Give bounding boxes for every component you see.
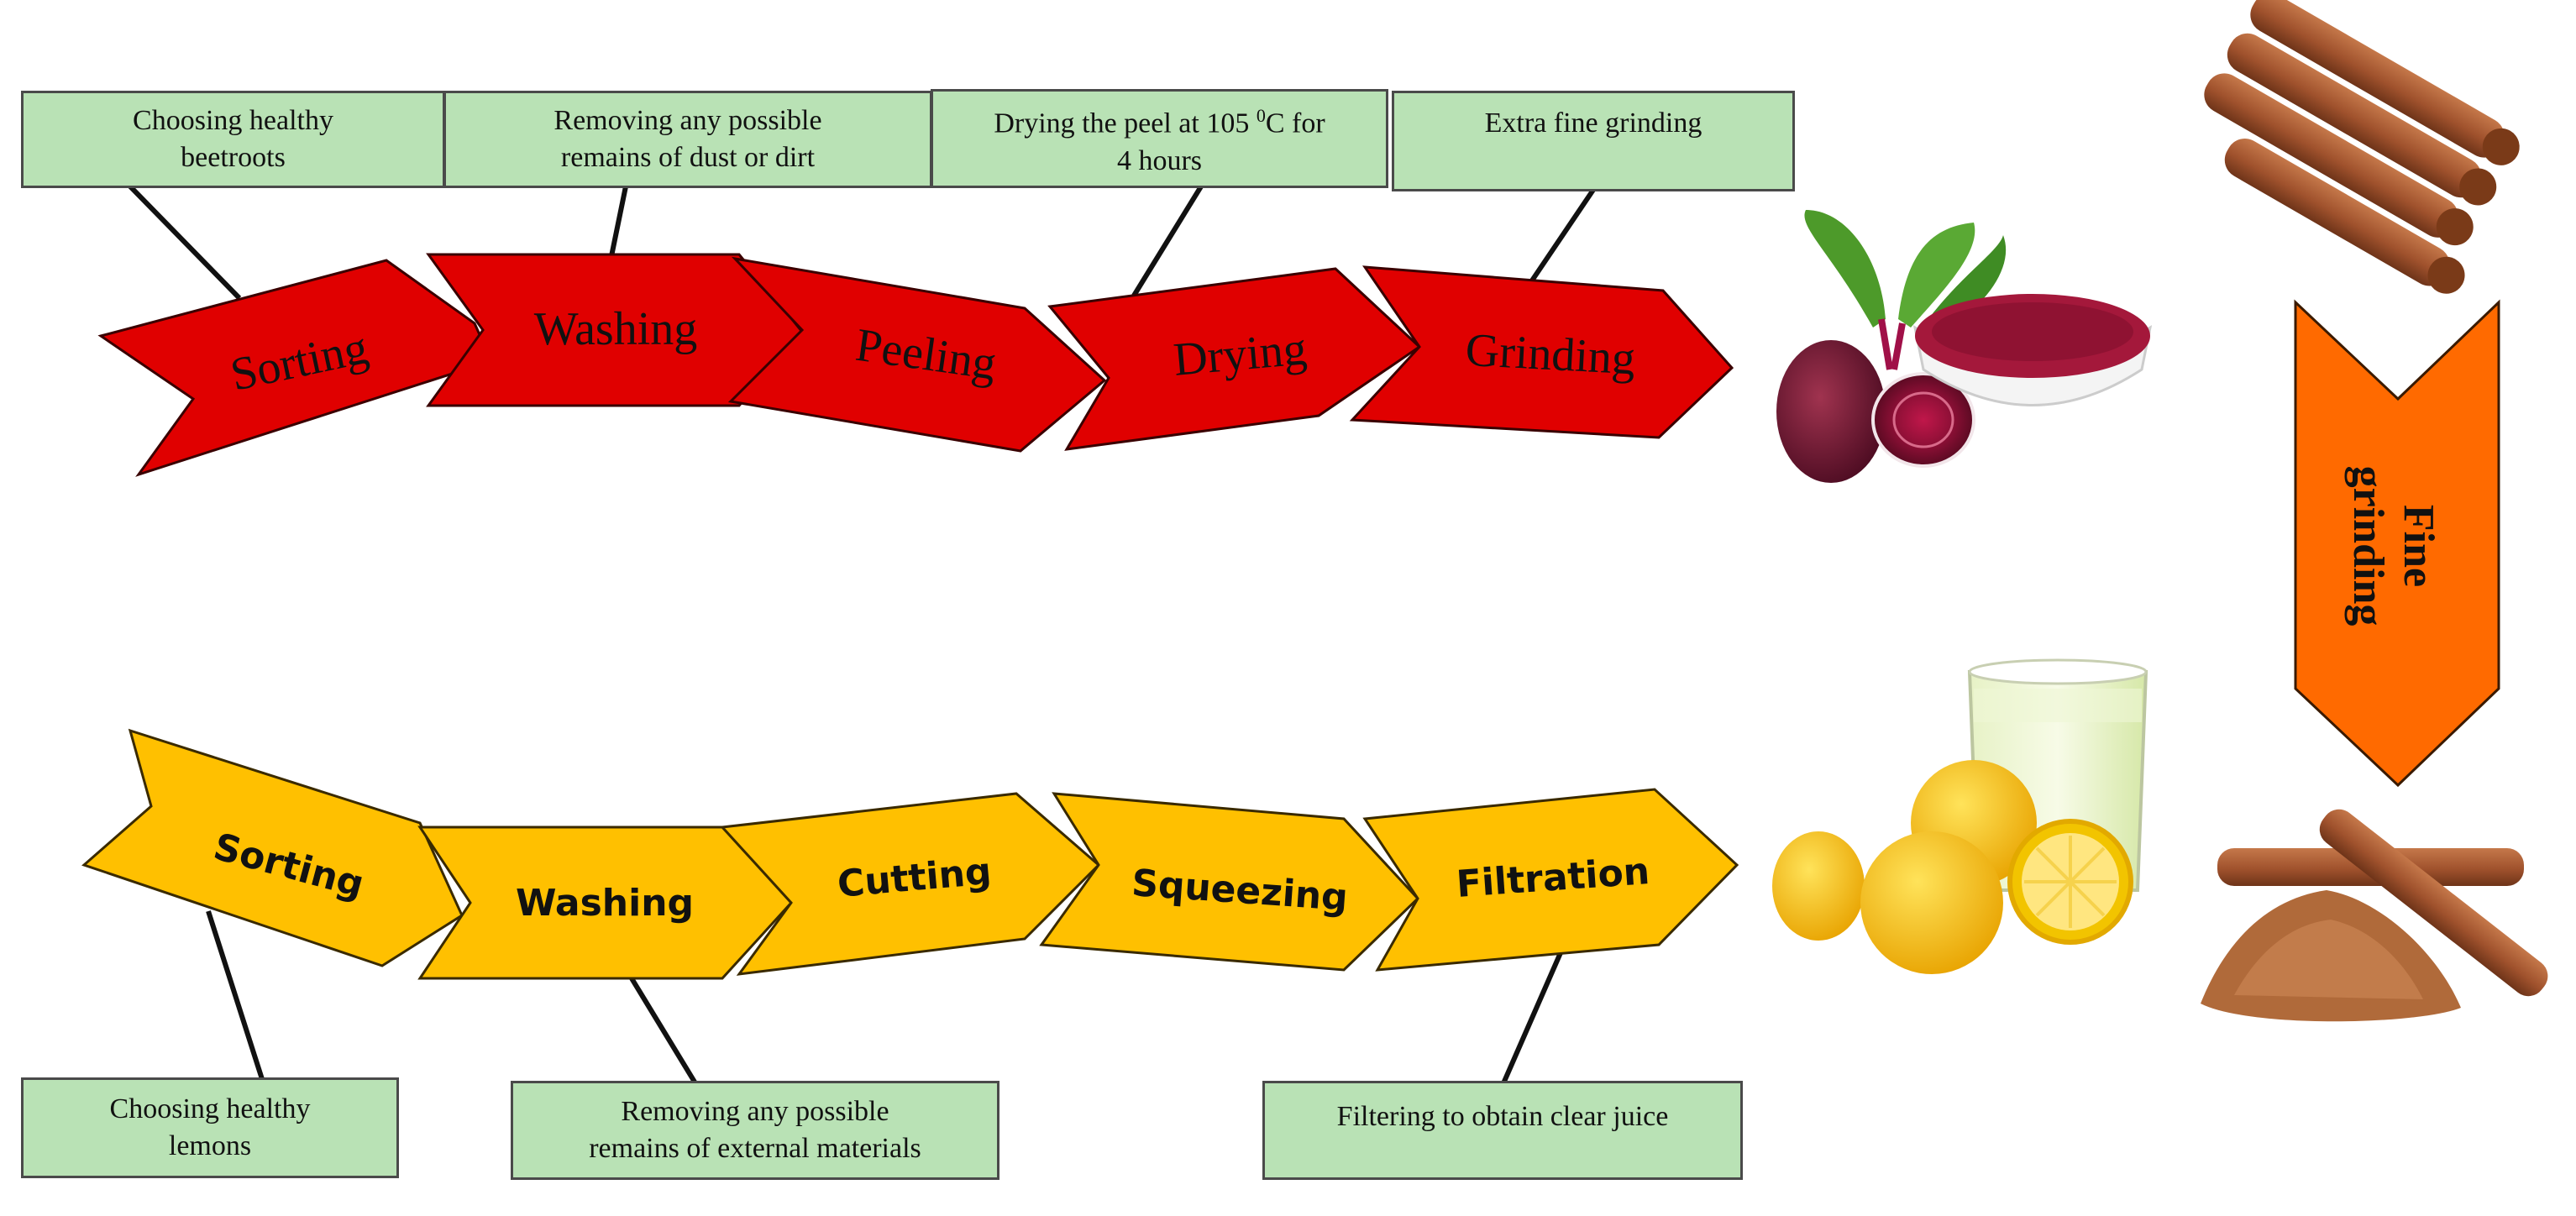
lemon-step-washing: Washing xyxy=(516,882,694,925)
note-text: Extra fine grinding xyxy=(1484,107,1702,139)
note-beet-sorting: Choosing healthy beetroots xyxy=(21,91,445,188)
leader-line xyxy=(1131,185,1204,297)
fine-grinding-label: Fine grinding xyxy=(2344,466,2442,626)
leader-line xyxy=(1528,188,1596,285)
leader-line xyxy=(609,186,628,257)
leader-line xyxy=(629,977,698,1085)
fine-grinding-line2: grinding xyxy=(2344,466,2392,626)
note-lemon-washing: Removing any possible remains of externa… xyxy=(511,1081,999,1180)
note-text-line2: 4 hours xyxy=(1116,144,1203,176)
beet-arrow-drying xyxy=(1047,267,1422,451)
note-lemon-sorting: Choosing healthy lemons xyxy=(21,1077,399,1178)
beet-arrow-washing xyxy=(426,253,804,407)
lemon-arrow-squeezing xyxy=(1039,792,1420,972)
note-text: Filtering to obtain clear juice xyxy=(1336,1101,1669,1132)
leader-line xyxy=(128,184,242,301)
note-beet-drying: Drying the peel at 105 0C for 4 hours xyxy=(931,89,1388,188)
note-text: Removing any possible remains of externa… xyxy=(589,1096,921,1164)
beetroot-powder-photo xyxy=(1776,210,2153,483)
note-beet-grinding: Extra fine grinding xyxy=(1392,91,1795,191)
lemon-arrows xyxy=(81,728,1739,980)
leader-line xyxy=(1501,947,1565,1085)
note-text: Choosing healthy beetroots xyxy=(133,105,333,173)
cinnamon-powder-photo xyxy=(2201,809,2548,1022)
fine-grinding-line1: Fine xyxy=(2395,505,2442,587)
lemon-arrow-sorting xyxy=(81,728,464,967)
leader-line xyxy=(206,910,265,1080)
note-text-line1: Drying the peel at 105 0C for xyxy=(994,105,1325,139)
beetroot-arrows xyxy=(97,253,1734,477)
beet-step-washing: Washing xyxy=(534,303,698,355)
cinnamon-arrow-fine-grinding xyxy=(2294,299,2500,788)
lemon-juice-photo xyxy=(1772,658,2148,974)
lemon-arrow-filtration xyxy=(1362,788,1739,972)
beet-arrow-grinding xyxy=(1349,265,1734,439)
note-beet-washing: Removing any possible remains of dust or… xyxy=(443,91,932,188)
beet-step-drying: Drying xyxy=(1172,322,1309,386)
lemon-arrow-cutting xyxy=(719,792,1101,976)
note-text: Choosing healthy lemons xyxy=(109,1093,311,1161)
cinnamon-sticks-photo xyxy=(2204,0,2520,294)
superscript-zero: 0 xyxy=(1256,105,1266,127)
beet-arrow-peeling xyxy=(727,256,1107,453)
beet-step-grinding: Grinding xyxy=(1464,324,1636,385)
note-lemon-filtration: Filtering to obtain clear juice xyxy=(1262,1081,1743,1180)
note-text: Removing any possible remains of dust or… xyxy=(553,105,822,173)
